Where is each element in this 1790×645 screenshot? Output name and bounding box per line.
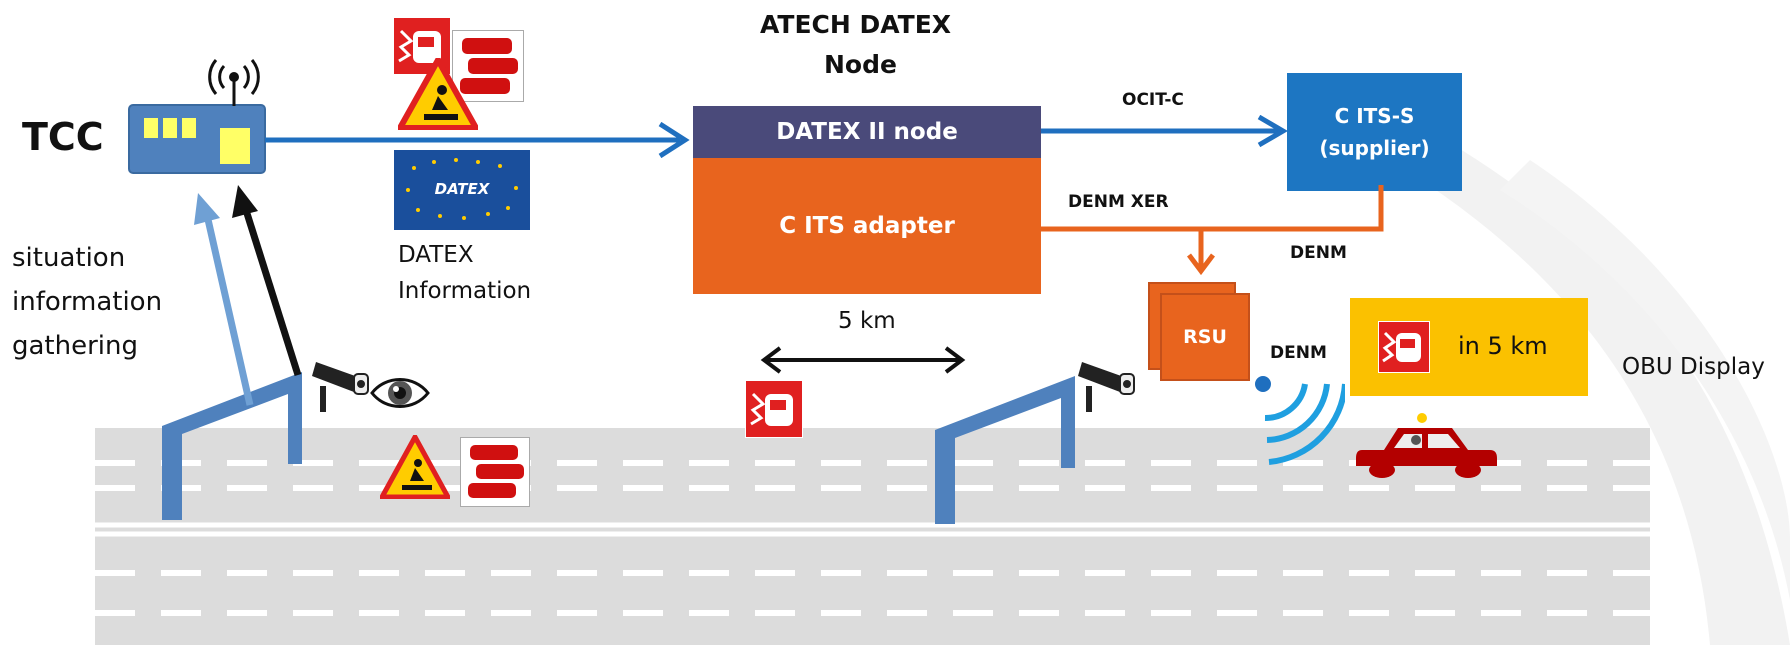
gathering-arrows: [194, 185, 302, 406]
cits-line-1: C ITS-S: [1334, 104, 1415, 128]
gathering-line-2: information: [12, 287, 163, 317]
roadwork-icon-road: [380, 435, 450, 499]
datex-info-line-1: DATEX: [398, 242, 474, 268]
obu-display-label: OBU Display: [1622, 354, 1765, 380]
cits-supplier-box: C ITS-S (supplier): [1287, 73, 1462, 191]
distance-arrow: [760, 346, 966, 374]
gantry-left: [162, 372, 302, 520]
datex-logo: DATEX: [394, 150, 530, 230]
denm-label-2: DENM: [1270, 343, 1327, 363]
datex-node-box: DATEX II node: [693, 106, 1041, 158]
distance-label: 5 km: [838, 308, 896, 334]
traffic-jam-icon-road: [460, 437, 530, 507]
tcc-label: TCC: [22, 115, 104, 159]
denm-xer-lines: [1041, 185, 1384, 276]
camera-icon-left: [312, 362, 369, 412]
denm-label-1: DENM: [1290, 243, 1347, 263]
tcc-device-icon: [128, 104, 266, 174]
eye-icon: [370, 378, 430, 408]
rsu-box: RSU: [1160, 293, 1250, 381]
antenna-icon: [208, 59, 260, 106]
datex-logo-text: DATEX: [434, 180, 490, 198]
accident-icon-obu: [1378, 321, 1430, 373]
background-swoosh: [1390, 120, 1790, 645]
gantry-right: [935, 376, 1075, 524]
traffic-jam-icon-top: [452, 30, 524, 102]
car-icon: [1356, 413, 1497, 478]
obu-display-panel: in 5 km: [1350, 298, 1588, 396]
datex-stars-icon: [406, 158, 518, 220]
obu-message: in 5 km: [1458, 332, 1548, 360]
road-markings: [95, 460, 1650, 616]
accident-icon-road: [745, 380, 803, 438]
ocit-label: OCIT-C: [1122, 90, 1184, 110]
denm-xer-label: DENM XER: [1068, 192, 1169, 212]
datex-info-line-2: Information: [398, 278, 532, 304]
gathering-line-3: gathering: [12, 331, 139, 361]
node-to-cits-arrow: [1041, 115, 1288, 148]
cits-adapter-box: C ITS adapter: [693, 158, 1041, 294]
gathering-line-1: situation: [12, 243, 126, 273]
roadwork-icon-top: [398, 58, 478, 130]
camera-icon-right: [1078, 362, 1135, 412]
node-title-line-1: ATECH DATEX: [760, 10, 952, 39]
node-title-line-2: Node: [824, 50, 897, 79]
wireless-signal-icon: [1255, 376, 1345, 465]
tcc-to-node-arrow: [265, 122, 690, 158]
cits-line-2: (supplier): [1319, 136, 1430, 160]
